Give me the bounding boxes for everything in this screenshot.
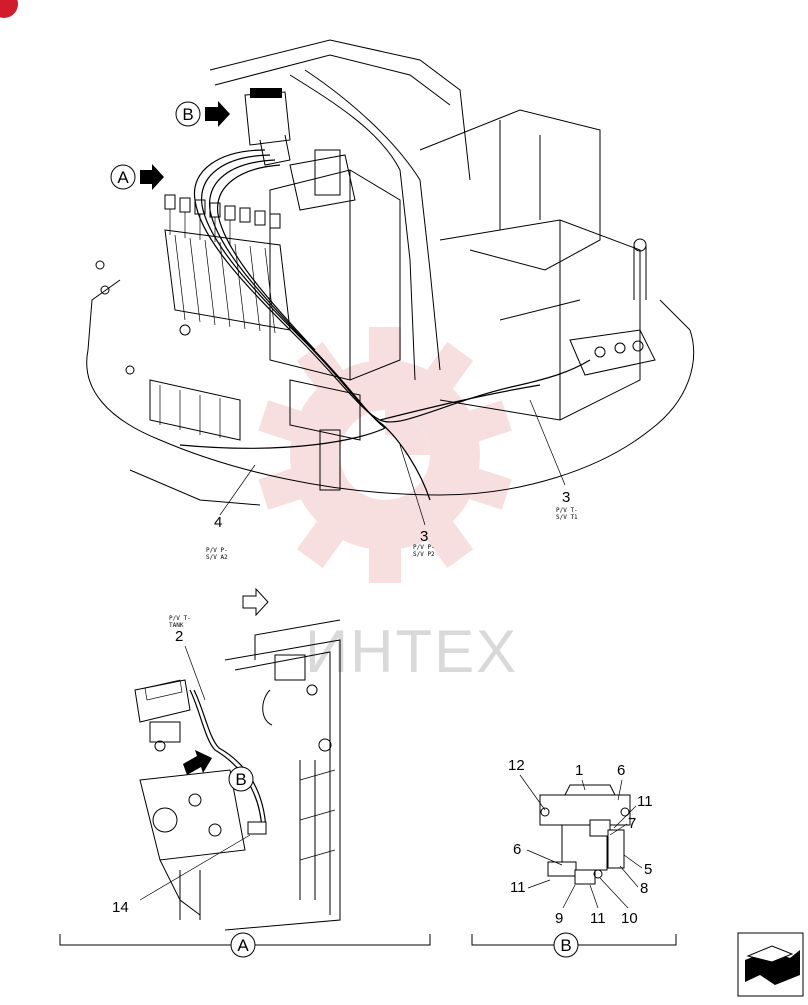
label-item4: 4 P/V P- S/V A2 bbox=[206, 464, 256, 561]
gear-tooth bbox=[369, 327, 401, 372]
gear-tooth bbox=[458, 400, 512, 445]
svg-text:8: 8 bbox=[640, 880, 648, 897]
svg-text:11: 11 bbox=[590, 910, 606, 927]
detail-b-labels: 12 1 6 11 7 6 5 11 8 9 11 10 bbox=[508, 757, 653, 927]
corner-badge bbox=[0, 0, 18, 18]
arrow-right-icon bbox=[140, 164, 164, 190]
gear-tooth bbox=[369, 538, 401, 583]
gear-tooth bbox=[296, 342, 350, 398]
svg-text:5: 5 bbox=[644, 861, 652, 878]
gear-tooth bbox=[420, 342, 474, 398]
callout-top-a: A bbox=[110, 164, 164, 190]
svg-text:S/V P2: S/V P2 bbox=[413, 551, 435, 558]
arrow-right-icon bbox=[205, 101, 230, 127]
svg-text:B: B bbox=[560, 936, 571, 955]
svg-text:P/V T-: P/V T- bbox=[169, 615, 191, 622]
label-item3b: 3 P/V T- S/V T1 bbox=[529, 399, 578, 521]
svg-text:A: A bbox=[117, 168, 129, 187]
arrow-right-icon bbox=[242, 587, 269, 617]
svg-text:P/V P-: P/V P- bbox=[413, 544, 435, 551]
upper-frame-drawing bbox=[86, 39, 695, 506]
svg-text:6: 6 bbox=[617, 762, 625, 779]
svg-text:4: 4 bbox=[214, 514, 222, 531]
label-item3a: 3 P/V P- S/V P2 bbox=[399, 444, 435, 558]
svg-text:B: B bbox=[182, 105, 193, 124]
gear-tooth bbox=[420, 512, 474, 568]
callout-mid-b: B bbox=[183, 750, 254, 792]
watermark-text: ИНТЕХ bbox=[305, 618, 518, 685]
svg-text:3: 3 bbox=[420, 528, 428, 545]
svg-text:S/V A2: S/V A2 bbox=[206, 554, 228, 561]
svg-text:10: 10 bbox=[621, 910, 638, 927]
svg-text:3: 3 bbox=[562, 489, 570, 506]
label-item14: 14 bbox=[112, 834, 251, 916]
arrow-right-icon bbox=[183, 750, 212, 775]
gear-tooth bbox=[296, 512, 350, 568]
svg-text:7: 7 bbox=[628, 815, 636, 832]
svg-text:2: 2 bbox=[175, 628, 183, 645]
label-item2: P/V T- TANK 2 bbox=[169, 615, 206, 701]
svg-text:11: 11 bbox=[637, 793, 653, 810]
svg-text:11: 11 bbox=[510, 879, 526, 896]
gear-tooth bbox=[258, 465, 312, 510]
svg-text:14: 14 bbox=[112, 899, 129, 916]
callout-top-b: B bbox=[175, 101, 230, 127]
corner-nav-icon[interactable] bbox=[737, 932, 804, 997]
watermark-gear bbox=[258, 327, 512, 583]
detail-b-drawing bbox=[539, 784, 631, 885]
svg-text:1: 1 bbox=[575, 762, 583, 779]
view-a-bracket: A bbox=[59, 932, 431, 958]
svg-text:12: 12 bbox=[508, 757, 525, 774]
svg-text:6: 6 bbox=[513, 841, 521, 858]
svg-text:P/V P-: P/V P- bbox=[206, 547, 228, 554]
detail-a-drawing bbox=[134, 587, 341, 931]
gear-tooth bbox=[458, 465, 512, 510]
svg-text:S/V T1: S/V T1 bbox=[556, 514, 578, 521]
svg-text:P/V T-: P/V T- bbox=[556, 507, 578, 514]
svg-text:B: B bbox=[235, 770, 246, 789]
svg-text:TANK: TANK bbox=[169, 622, 184, 629]
svg-text:A: A bbox=[237, 936, 249, 955]
gear-tooth bbox=[258, 400, 312, 445]
svg-text:9: 9 bbox=[555, 910, 563, 927]
view-b-bracket: B bbox=[471, 932, 677, 958]
